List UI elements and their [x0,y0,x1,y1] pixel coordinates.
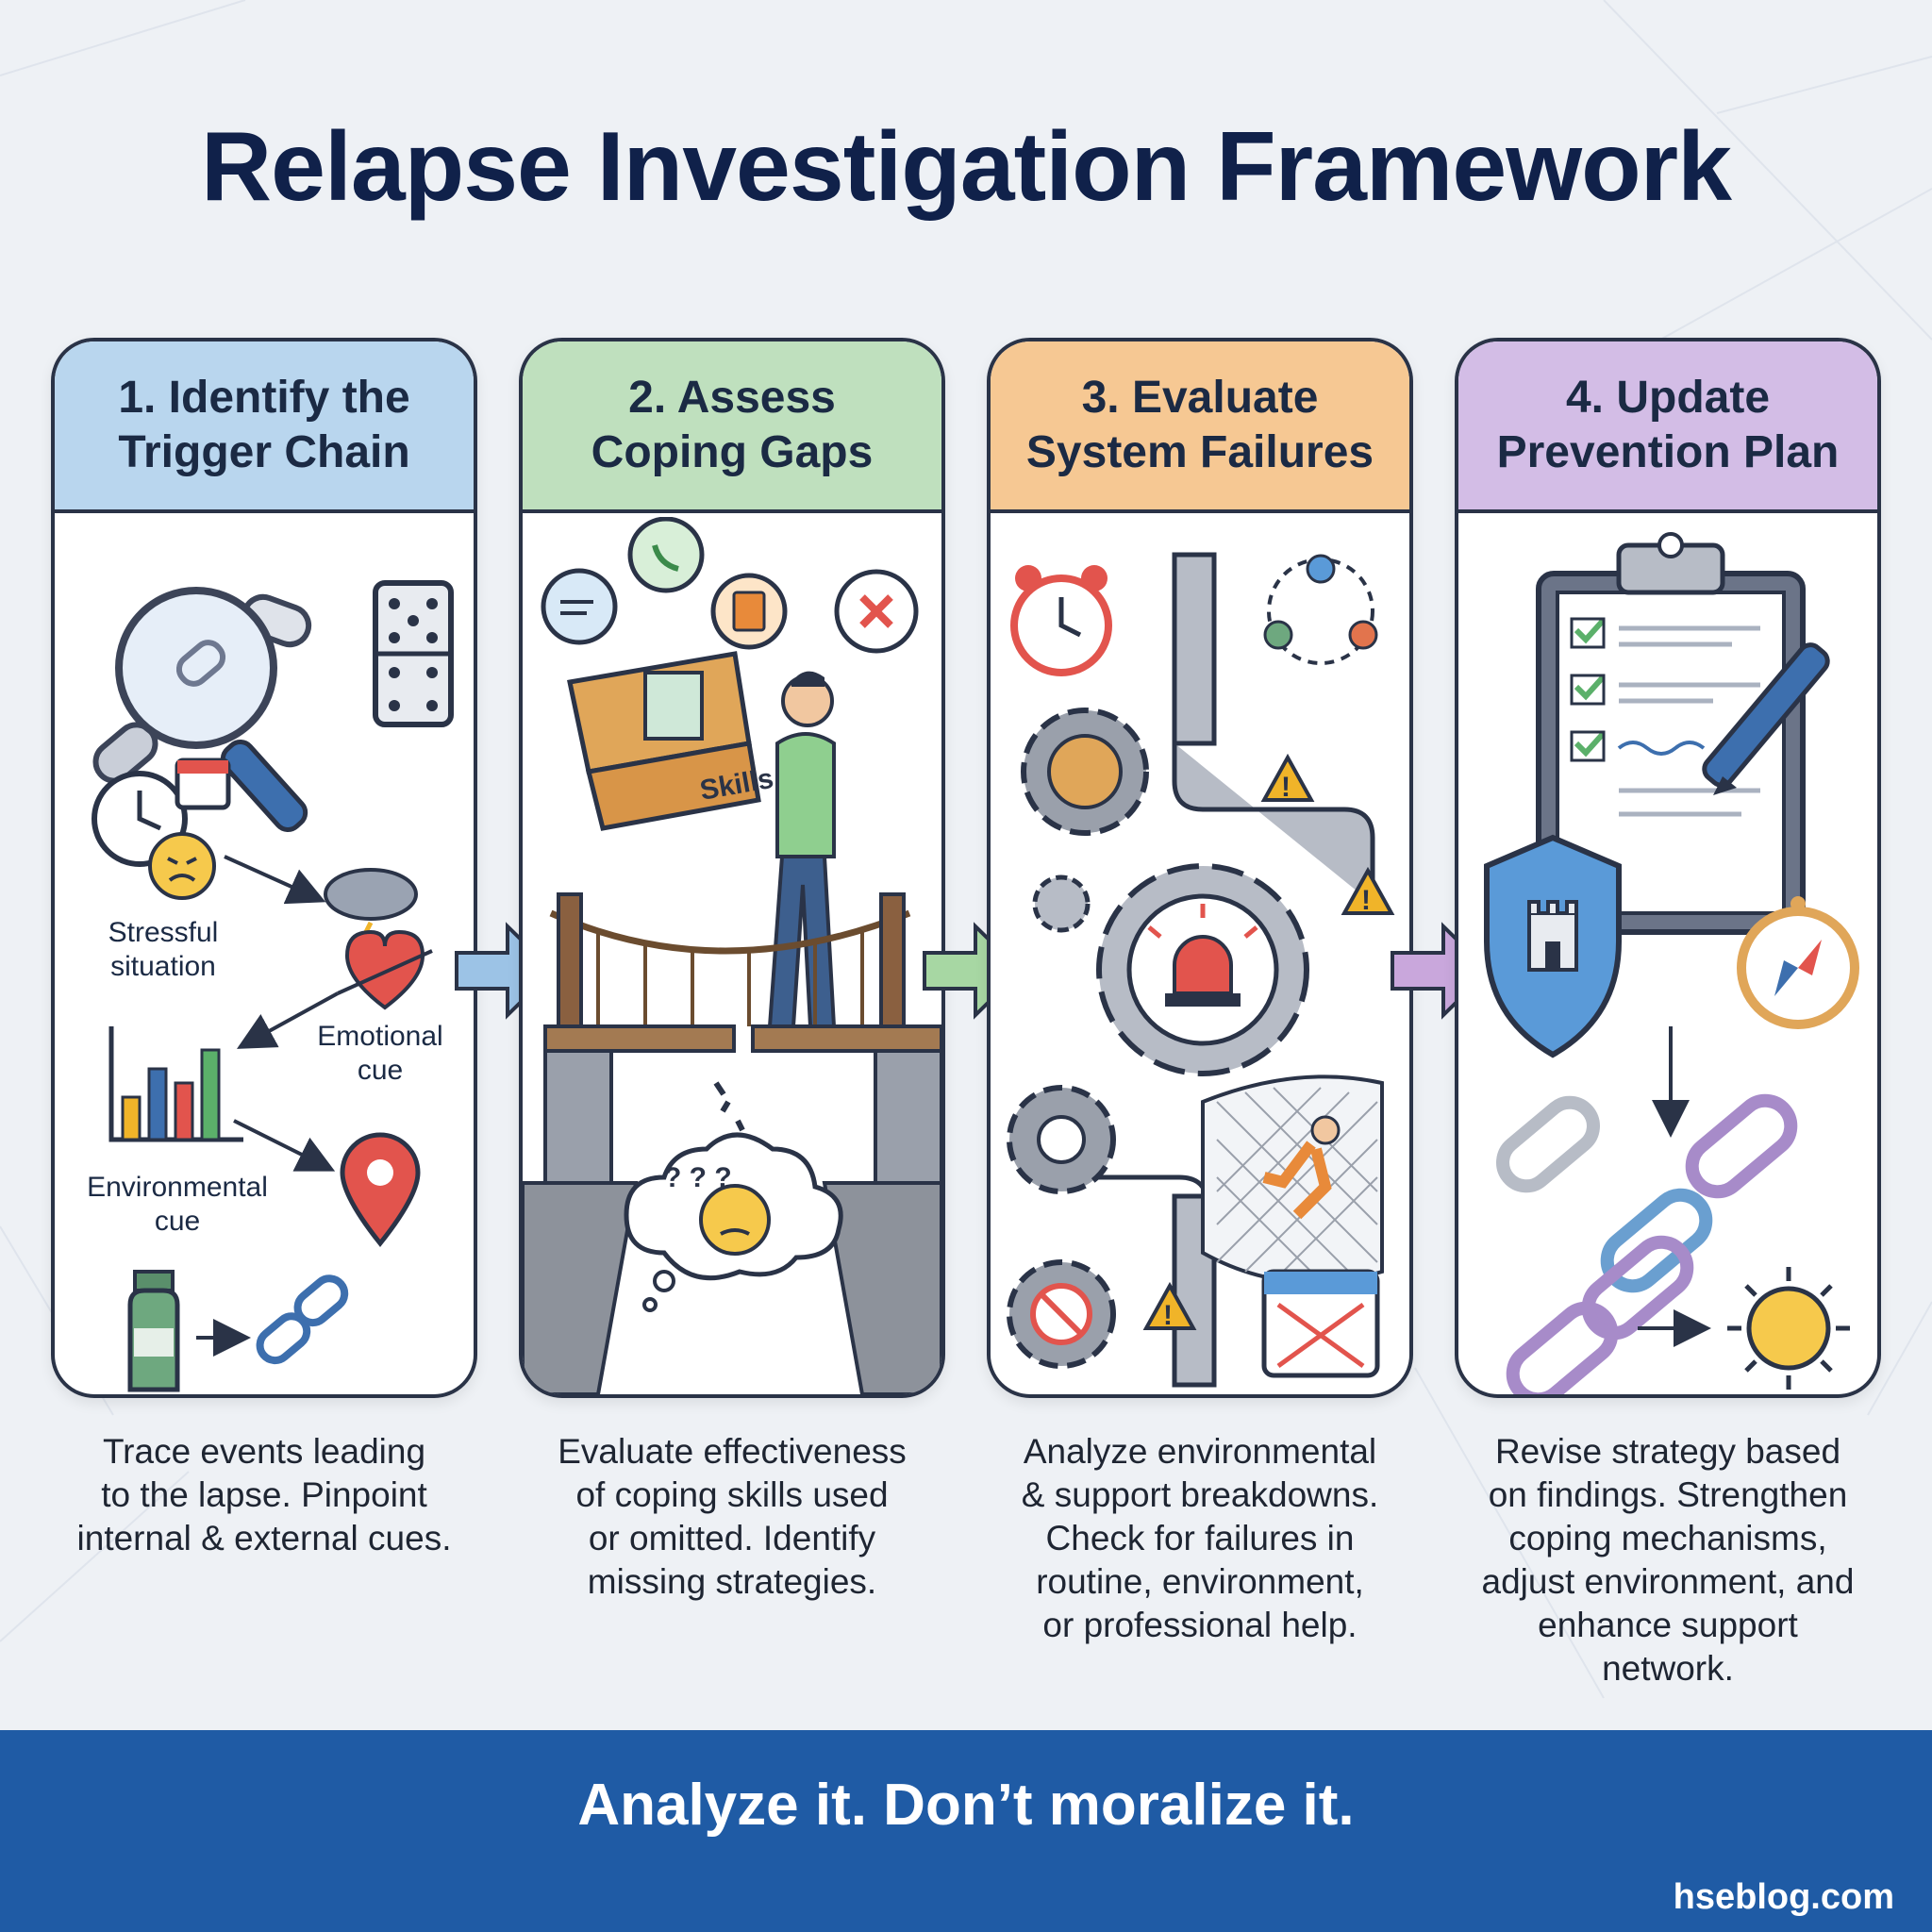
step-3-title-line-1: 3. Evaluate [1081,373,1319,423]
warning-icon: ! [1341,866,1395,916]
step-3-header: 3. Evaluate System Failures [991,341,1409,513]
emotional-label-1: Emotional [317,1021,442,1052]
step-4-desc-line: coping mechanisms, [1508,1519,1827,1557]
page-title: Relapse Investigation Framework [201,112,1732,222]
step-2-title-line-2: Coping Gaps [591,427,874,477]
step-2-description: Evaluate effectiveness of coping skills … [510,1430,954,1604]
pen-icon [1702,642,1830,795]
step-card-1: 1. Identify the Trigger Chain Stressful … [51,338,477,1398]
gear-icon [1007,1085,1116,1194]
svg-text:? ? ?: ? ? ? [664,1162,732,1193]
magnifier-icon [115,587,308,832]
step-card-3: 3. Evaluate System Failures ! ! [987,338,1413,1398]
location-pin-icon [340,1132,421,1248]
compass-icon [1737,896,1859,1029]
step-1-title-line-2: Trigger Chain [118,427,410,477]
warning-icon: ! [1142,1281,1197,1331]
chain-icon [1496,1093,1798,1394]
step-1-desc-line: internal & external cues. [76,1519,452,1557]
svg-text:!: ! [1281,772,1291,803]
step-1-header: 1. Identify the Trigger Chain [55,341,474,513]
step-3-illustration: ! ! ! [1007,552,1395,1388]
bar-chart-icon [108,1026,243,1142]
step-3-desc-line: or professional help. [1042,1606,1357,1644]
step-card-2: 2. Assess Coping Gaps Skills [519,338,945,1398]
dice-icon [373,580,454,727]
step-1-illustration: Stressful situation Emotional cue Enviro… [87,580,454,1392]
step-4-desc-line: network. [1602,1649,1734,1688]
step-4-title-line-2: Prevention Plan [1496,427,1840,477]
step-2-desc-line: missing strategies. [587,1562,877,1601]
heart-icon [337,929,433,1010]
gear-icon [1032,874,1091,933]
safety-net-icon [1201,1074,1384,1285]
step-3-desc-line: Check for failures in [1045,1519,1355,1557]
svg-text:!: ! [1163,1300,1173,1331]
step-2-header: 2. Assess Coping Gaps [523,341,941,513]
broken-link-icon [256,1274,349,1365]
person-icon [767,671,848,1040]
step-3-description: Analyze environmental & support breakdow… [978,1430,1422,1647]
calendar-icon [175,758,231,810]
step-2-title-line-1: 2. Assess [628,373,836,423]
alarm-clock-icon [1010,565,1112,676]
step-3-desc-line: & support breakdowns. [1021,1475,1379,1514]
step-1-desc-line: to the lapse. Pinpoint [101,1475,427,1514]
gear-icon [1021,708,1149,836]
step-4-header: 4. Update Prevention Plan [1458,341,1877,513]
step-2-desc-line: Evaluate effectiveness [558,1432,907,1471]
step-3-title-line-2: System Failures [1025,427,1374,477]
step-4-desc-line: Revise strategy based [1494,1432,1841,1471]
step-4-title-line-1: 4. Update [1565,373,1771,423]
support-network-icon [1263,554,1378,665]
step-1-desc-line: Trace events leading [102,1432,426,1471]
shield-icon [1484,834,1622,1058]
journal-icon [710,573,788,650]
alarm-light-icon [1096,863,1309,1076]
thought-cloud-icon: ? ? ? [624,1132,843,1312]
stress-label-2: situation [110,951,216,982]
x-bubble-icon [834,569,919,654]
environmental-label-1: Environmental [87,1172,268,1203]
footer-banner [0,1730,1932,1932]
step-4-desc-line: adjust environment, and [1481,1562,1855,1601]
step-3-desc-line: routine, environment, [1036,1562,1364,1601]
pipe-icon [1047,552,1375,1388]
footer-tagline: Analyze it. Don’t moralize it. [577,1773,1355,1838]
step-1-description: Trace events leading to the lapse. Pinpo… [42,1430,486,1560]
step-3-desc-line: Analyze environmental [1023,1432,1377,1471]
environmental-label-2: cue [155,1206,200,1237]
stress-label-1: Stressful [108,917,219,948]
step-2-illustration: Skills ? ? ? [523,517,941,1394]
step-2-desc-line: or omitted. Identify [588,1519,876,1557]
angry-face-icon [148,832,216,900]
warning-icon: ! [1260,753,1315,803]
phone-icon [627,517,705,593]
toolbox-icon: Skills [567,651,775,831]
emotional-label-2: cue [358,1055,403,1086]
sun-icon [1727,1267,1850,1390]
step-2-desc-line: of coping skills used [575,1475,889,1514]
step-4-description: Revise strategy based on findings. Stren… [1446,1430,1890,1690]
step-4-desc-line: enhance support [1538,1606,1798,1644]
svg-text:!: ! [1361,885,1371,916]
breath-icon [541,568,618,645]
cancelled-calendar-icon [1261,1269,1380,1378]
step-card-4: 4. Update Prevention Plan [1455,338,1881,1398]
step-1-title-line-1: 1. Identify the [118,373,410,423]
step-4-illustration [1484,532,1859,1394]
gear-icon [1007,1259,1116,1369]
step-4-desc-line: on findings. Strengthen [1488,1475,1848,1514]
bottle-icon [127,1270,180,1392]
site-watermark: hseblog.com [1673,1877,1894,1917]
